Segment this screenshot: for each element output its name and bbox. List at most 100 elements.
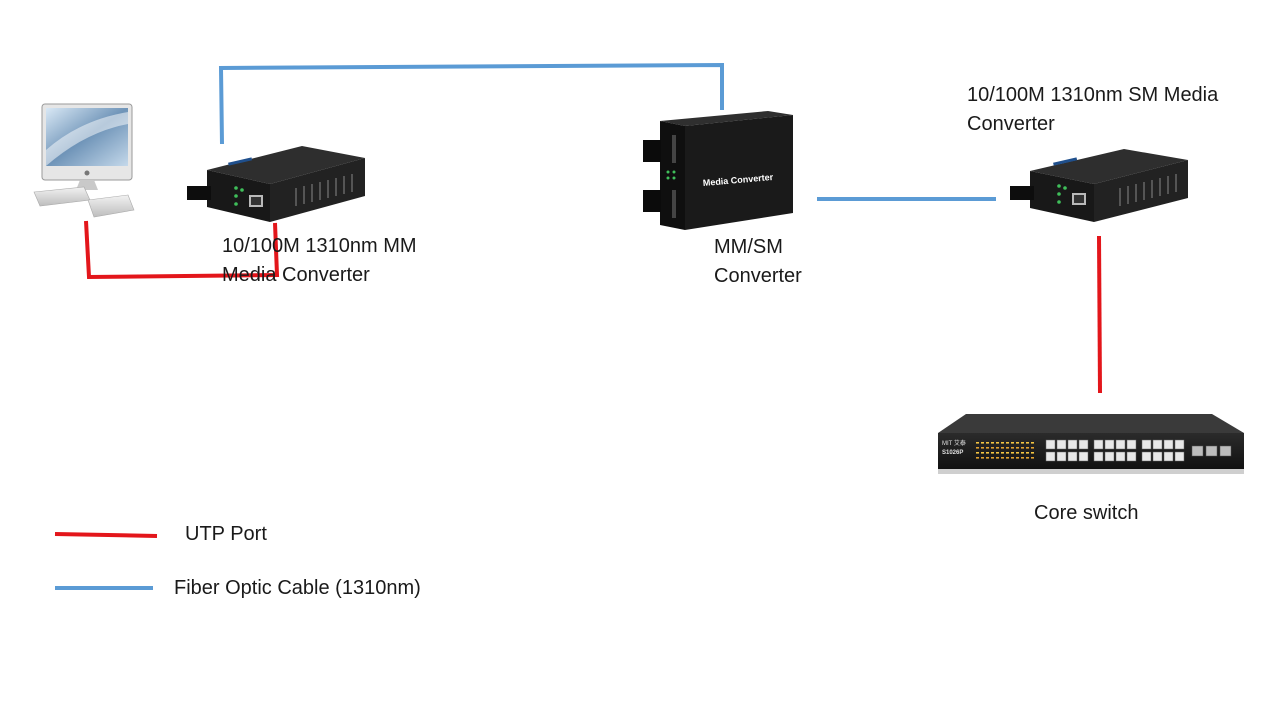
mm-converter-label-line2: Media Converter [222,264,370,286]
switch-port-panel [1045,439,1232,462]
switch-led [1011,442,1014,444]
switch-led [1016,452,1019,454]
switch-led [986,447,989,449]
switch-led [1006,442,1009,444]
switch-port [1078,439,1089,450]
switch-port [1056,439,1067,450]
switch-led [1016,447,1019,449]
desktop-computer-icon [33,103,135,218]
switch-led [996,442,999,444]
switch-port [1152,439,1163,450]
switch-led [1021,452,1024,454]
switch-sfp-port [1219,445,1232,457]
switch-led [1021,447,1024,449]
switch-port [1045,451,1056,462]
switch-port [1174,439,1185,450]
switch-led [981,452,984,454]
core-switch-label: Core switch [1034,502,1139,524]
switch-port [1093,439,1104,450]
switch-led [1026,452,1029,454]
switch-led [976,442,979,444]
switch-port [1115,451,1126,462]
switch-led [1031,457,1034,459]
mm-converter-label-line1: 10/100M 1310nm MM [222,235,417,257]
switch-led [1031,447,1034,449]
switch-led [1006,457,1009,459]
switch-led [1016,442,1019,444]
switch-led [1021,442,1024,444]
mm-sm-converter-icon: Media Converter [643,111,793,230]
switch-led [1031,452,1034,454]
switch-led [1006,447,1009,449]
switch-led [996,447,999,449]
switch-led [976,452,979,454]
switch-led [976,457,979,459]
switch-led [1006,452,1009,454]
switch-led [986,457,989,459]
legend-utp-label: UTP Port [185,523,267,545]
sm-converter-label: 10/100M 1310nm SM Media Converter [967,81,1218,139]
switch-led-panel [976,442,1034,459]
switch-led [1001,457,1004,459]
switch-led [996,457,999,459]
mmsm-converter-label-line2: Converter [714,265,802,287]
switch-led [1001,442,1004,444]
switch-led [1001,447,1004,449]
switch-led [1001,452,1004,454]
switch-led [981,447,984,449]
switch-port [1093,451,1104,462]
switch-sfp-port [1191,445,1204,457]
switch-port [1163,439,1174,450]
switch-port [1141,451,1152,462]
switch-led [991,442,994,444]
utp-cable-sm-switch [1097,235,1102,394]
mm-media-converter-icon [187,146,365,222]
switch-led [986,442,989,444]
switch-sfp-port [1205,445,1218,457]
switch-led [1011,452,1014,454]
switch-brand-text: MIT 艾泰 [942,439,966,447]
switch-led [986,452,989,454]
switch-led [996,452,999,454]
switch-led [1026,457,1029,459]
switch-port [1104,439,1115,450]
switch-led [976,447,979,449]
fiber-cable-mm-mmsm [218,62,724,145]
mm-converter-label: 10/100M 1310nm MM Media Converter [222,232,417,290]
switch-port [1067,439,1078,450]
switch-led [1026,442,1029,444]
switch-port [1163,451,1174,462]
switch-led [991,457,994,459]
utp-cable-computer-mm [84,220,280,280]
switch-port [1115,439,1126,450]
switch-port [1126,451,1137,462]
switch-led [981,457,984,459]
switch-led [1016,457,1019,459]
switch-led [1011,457,1014,459]
switch-led [1011,447,1014,449]
switch-port [1056,451,1067,462]
switch-led [991,447,994,449]
mmsm-converter-label-line1: MM/SM [714,236,783,258]
switch-port [1078,451,1089,462]
switch-port [1045,439,1056,450]
sm-media-converter-icon [1010,149,1188,222]
switch-port [1152,451,1163,462]
switch-port [1141,439,1152,450]
switch-model-text: S1026P [942,450,963,456]
sm-converter-label-line2: Converter [967,113,1055,135]
network-switch-icon: MIT 艾泰 S1026P [938,414,1244,474]
switch-led [991,452,994,454]
mmsm-converter-label: MM/SM Converter [714,233,802,291]
switch-port [1174,451,1185,462]
switch-port [1126,439,1137,450]
switch-led [1021,457,1024,459]
switch-led [981,442,984,444]
switch-port [1104,451,1115,462]
switch-led [1031,442,1034,444]
switch-port [1067,451,1078,462]
legend-fiber-label: Fiber Optic Cable (1310nm) [174,577,421,599]
legend-utp-line [54,532,158,538]
sm-converter-label-line1: 10/100M 1310nm SM Media [967,84,1219,106]
